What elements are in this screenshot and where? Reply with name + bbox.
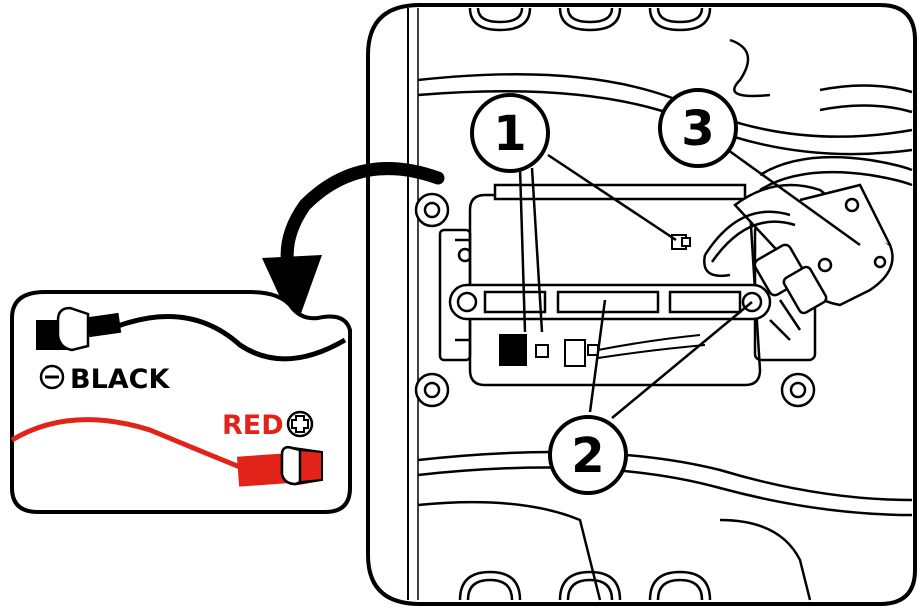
hold-down-bar [448, 283, 772, 321]
callout-3: 3 [658, 88, 738, 168]
callout-leaders [518, 148, 861, 419]
svg-text:3: 3 [681, 101, 714, 157]
black-label-group: BLACK [39, 364, 170, 395]
red-label: RED [222, 410, 284, 441]
minus-circle-icon [39, 364, 65, 390]
fuse-holder [703, 155, 913, 341]
top-lugs [468, 7, 712, 32]
negative-terminal [499, 334, 527, 366]
mounting-bosses [414, 192, 816, 408]
compartment-panel [366, 3, 917, 606]
red-connector [237, 453, 287, 487]
svg-text:2: 2 [571, 428, 604, 484]
positive-terminal [564, 339, 586, 367]
plus-circle-icon [286, 410, 314, 438]
curved-arrow-icon [262, 162, 445, 330]
callout-2: 2 [548, 415, 628, 495]
battery-terminals [499, 234, 706, 367]
black-label: BLACK [70, 364, 170, 395]
svg-text:1: 1 [493, 106, 526, 162]
red-cable [10, 417, 323, 487]
black-cable [36, 306, 347, 362]
bottom-lugs [458, 570, 712, 601]
red-label-group: RED [222, 410, 314, 441]
cable-color-inset: BLACK RED [10, 290, 352, 514]
callout-1: 1 [470, 93, 550, 173]
